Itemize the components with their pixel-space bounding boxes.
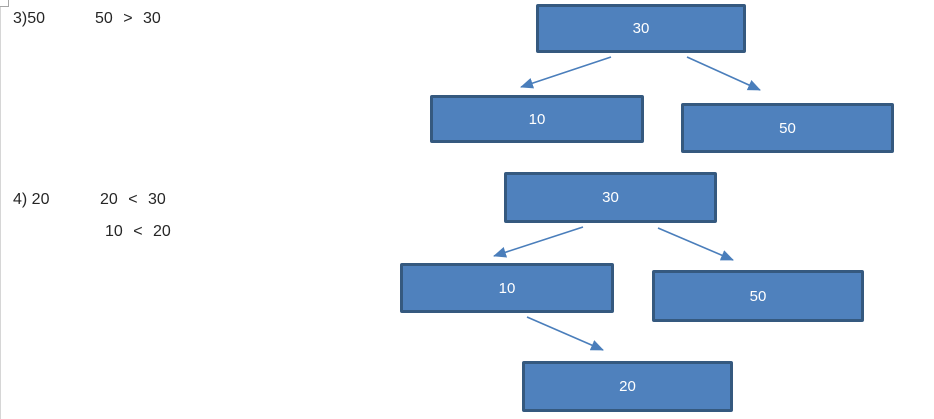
tree2-arrow-left-to-child <box>526 316 604 351</box>
tree2-node-left: 10 <box>400 263 614 313</box>
tree1-node-right: 50 <box>681 103 894 153</box>
partial-shape-corner <box>0 0 9 7</box>
step4-index-label: 4) 20 <box>13 191 50 208</box>
tree1-arrow-root-to-right <box>686 56 761 91</box>
tree2-node-root: 30 <box>504 172 717 223</box>
tree1-node-right-label: 50 <box>779 119 796 137</box>
tree1-node-left-label: 10 <box>528 110 546 128</box>
tree2-node-right-label: 50 <box>749 287 767 305</box>
tree1-arrow-root-to-left <box>520 56 612 89</box>
tree2-node-left-child-label: 20 <box>619 378 636 395</box>
tree2-node-left-label: 10 <box>498 279 516 297</box>
page-edge-line <box>0 0 1 419</box>
tree2-arrow-root-to-left <box>493 226 584 258</box>
tree2-node-left-child: 20 <box>522 361 733 412</box>
tree1-node-root-label: 30 <box>632 20 650 37</box>
tree2-node-root-label: 30 <box>602 189 619 206</box>
tree1-node-root: 30 <box>536 4 746 53</box>
step4-comparison-1: 20 < 30 <box>100 191 166 208</box>
tree2-node-right: 50 <box>652 270 864 322</box>
tree2-arrow-root-to-right <box>657 227 734 261</box>
step4-comparison-2: 10 < 20 <box>105 223 171 240</box>
step3-index-label: 3)50 <box>13 10 46 27</box>
step3-comparison: 50 > 30 <box>95 10 161 27</box>
tree1-node-left: 10 <box>430 95 644 143</box>
